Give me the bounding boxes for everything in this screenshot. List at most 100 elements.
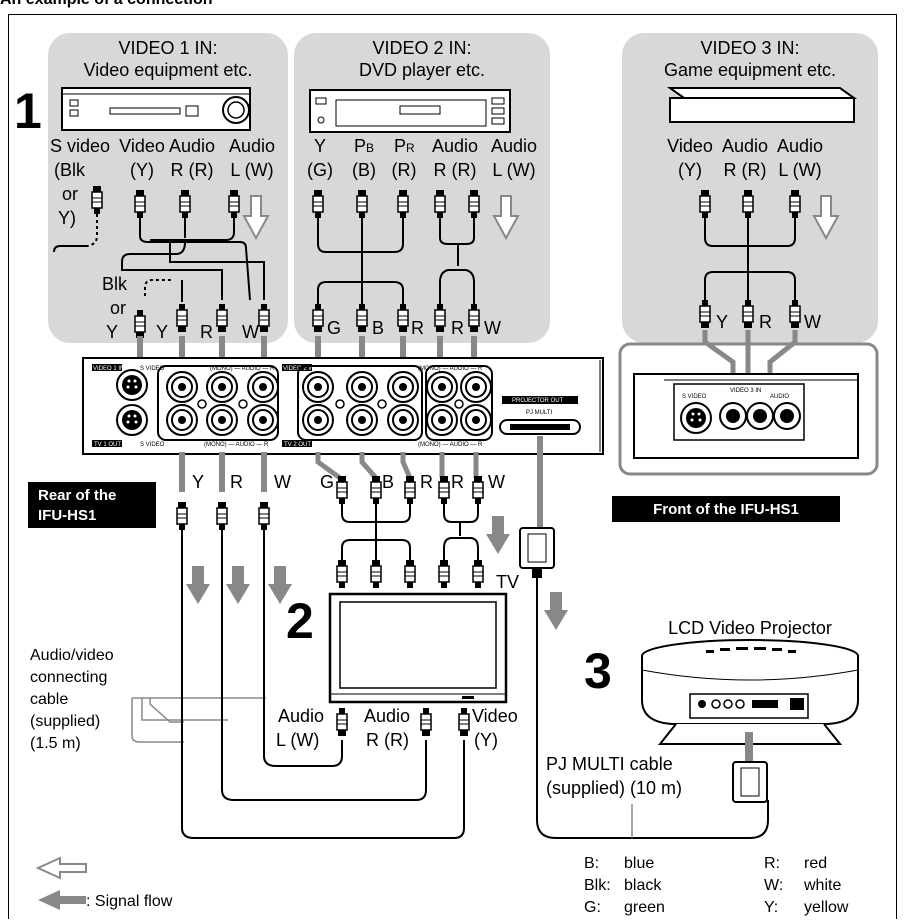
front-video3-in: VIDEO 3 IN xyxy=(730,388,761,394)
v1-audior-l2: R (R) xyxy=(171,160,214,180)
panel-svideo-top: S VIDEO xyxy=(140,366,165,372)
panel-svideo-bottom: S VIDEO xyxy=(140,442,165,448)
color-legend: B: blue Blk: black G: green R: red W: wh… xyxy=(584,855,849,916)
tv2-jack-g: G xyxy=(320,472,334,492)
front-panel: S VIDEO VIDEO 3 IN AUDIO xyxy=(633,373,859,459)
pj-cable-l1: PJ MULTI cable xyxy=(546,754,673,774)
input-signal-bars xyxy=(137,336,477,364)
front-panel-box xyxy=(618,342,879,476)
video2-title: VIDEO 2 IN: xyxy=(372,38,471,58)
legend-val-g: green xyxy=(624,899,665,916)
v3-jack-r: R xyxy=(759,312,772,332)
tv-audiol-l1: Audio xyxy=(278,706,324,726)
legend-val-b: blue xyxy=(624,855,654,872)
video3-signal-lines xyxy=(702,330,798,380)
page-heading: An example of a connection xyxy=(0,0,212,9)
v3-audiol-l1: Audio xyxy=(777,136,823,156)
pj-connector-bottom xyxy=(732,761,768,803)
tv2-out-lines xyxy=(315,452,479,481)
panel-tv2-out: TV 2 OUT xyxy=(284,442,311,448)
v3-jack-y: Y xyxy=(716,312,728,332)
diagram-frame xyxy=(8,14,897,919)
v1-svideo-l1: S video xyxy=(50,136,110,156)
v2-y-l2: (G) xyxy=(307,160,333,180)
legend-val-w: white xyxy=(803,877,841,894)
v1-video-l2: (Y) xyxy=(130,160,154,180)
v1-audiol-l1: Audio xyxy=(229,136,275,156)
video1-title: VIDEO 1 IN: xyxy=(118,38,217,58)
solid-arrow-legend-icon xyxy=(38,890,86,910)
av-cable-l1: Audio/video xyxy=(30,647,114,664)
tv2-jack-w: W xyxy=(488,472,505,492)
rear-panel: VIDEO 1 IN TV 1 OUT S VIDEO S VIDEO (MON… xyxy=(82,357,604,455)
projector-signal-bar xyxy=(745,732,753,762)
rear-label-l1: Rear of the xyxy=(38,487,116,504)
legend-key-r: R: xyxy=(764,855,780,872)
step-3: 3 xyxy=(584,643,612,699)
front-label: Front of the IFU-HS1 xyxy=(653,501,799,518)
v1-video-l1: Video xyxy=(119,136,165,156)
tv1-jack-y: Y xyxy=(192,472,204,492)
v1-jack-or: or xyxy=(110,298,126,318)
v2-pb-l1: PB xyxy=(354,136,374,156)
v3-audior-l1: Audio xyxy=(722,136,768,156)
v3-audior-l2: R (R) xyxy=(724,160,767,180)
av-cable-l3: cable xyxy=(30,691,68,708)
tv2-jack-r1: R xyxy=(420,472,433,492)
front-audio: AUDIO xyxy=(770,394,789,400)
v2-audior-l2: R (R) xyxy=(434,160,477,180)
tv2-jack-b: B xyxy=(382,472,394,492)
v1-audiol-l2: L (W) xyxy=(230,160,273,180)
v2-jack-r1: R xyxy=(411,318,424,338)
v1-svideo-l2: (Blk xyxy=(54,160,86,180)
v2-jack-w: W xyxy=(484,318,501,338)
tv1-out-plugs xyxy=(176,501,270,531)
panel-audio-top: (MONO) — AUDIO — R xyxy=(210,366,275,372)
tv1-out-bars xyxy=(179,452,267,492)
legend-val-blk: black xyxy=(624,877,662,894)
tv-audior-l1: Audio xyxy=(364,706,410,726)
video3-subtitle: Game equipment etc. xyxy=(664,60,836,80)
legend-key-g: G: xyxy=(584,899,601,916)
tv-video-l2: (Y) xyxy=(474,730,498,750)
tv2-jack-r2: R xyxy=(451,472,464,492)
v1-jack-blk: Blk xyxy=(102,274,128,294)
v1-jack-w: W xyxy=(242,322,259,342)
rear-label-l2: IFU-HS1 xyxy=(38,507,96,524)
tv1-jack-w: W xyxy=(274,472,291,492)
legend-key-w: W: xyxy=(764,877,783,894)
v3-jack-w: W xyxy=(804,312,821,332)
v1-svideo-l4: Y) xyxy=(58,208,76,228)
front-label-box xyxy=(612,496,840,522)
v2-pb-l2: (B) xyxy=(352,160,376,180)
tv-audiol-l2: L (W) xyxy=(276,730,319,750)
tv1-jack-r: R xyxy=(230,472,243,492)
video1-subtitle: Video equipment etc. xyxy=(84,60,253,80)
hollow-arrow-legend-icon xyxy=(35,856,87,880)
panel-tv1-out: TV 1 OUT xyxy=(94,442,121,448)
v2-pr-l2: (R) xyxy=(392,160,417,180)
panel-audio2-top: (MONO) — AUDIO — R xyxy=(418,366,483,372)
legend-key-b: B: xyxy=(584,855,599,872)
game-console-icon xyxy=(666,87,858,123)
legend-val-y: yellow xyxy=(804,899,849,916)
panel-audio2-bottom: (MONO) — AUDIO — R xyxy=(418,442,483,448)
legend-key-y: Y: xyxy=(764,899,778,916)
av-cable-l2: connecting xyxy=(30,669,107,686)
legend-val-r: red xyxy=(804,855,827,872)
vcr-icon xyxy=(61,87,251,131)
av-cable-l4: (supplied) xyxy=(30,713,100,730)
tv-audior-l2: R (R) xyxy=(366,730,409,750)
v3-video-l1: Video xyxy=(667,136,713,156)
v1-jack-y: Y xyxy=(106,322,118,342)
video2-subtitle: DVD player etc. xyxy=(359,60,485,80)
v3-audiol-l2: L (W) xyxy=(778,160,821,180)
v2-jack-g: G xyxy=(327,318,341,338)
v1-svideo-l3: or xyxy=(62,184,78,204)
tv-video-l1: Video xyxy=(472,706,518,726)
projector-icon xyxy=(641,639,859,745)
legend-key-blk: Blk: xyxy=(584,877,611,894)
v3-video-l2: (Y) xyxy=(678,160,702,180)
v2-audiol-l2: L (W) xyxy=(492,160,535,180)
